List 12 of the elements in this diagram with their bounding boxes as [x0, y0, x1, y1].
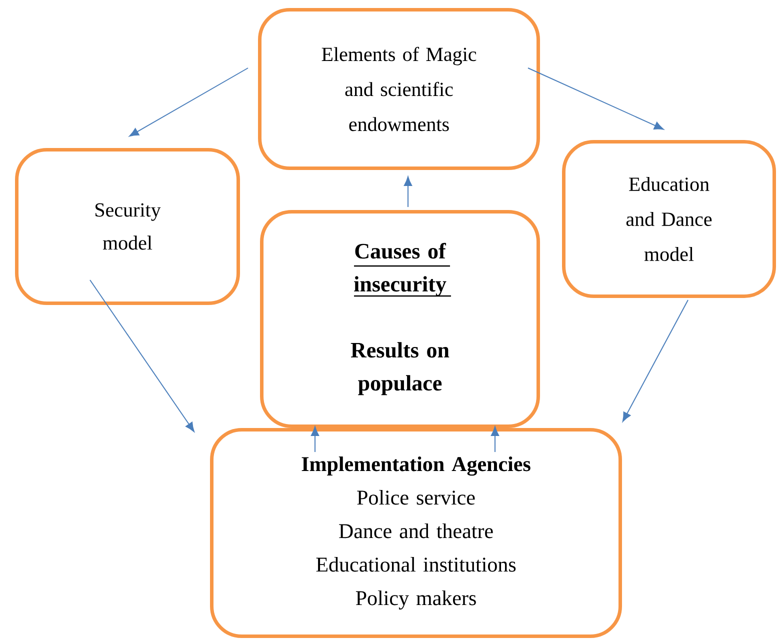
arrow [404, 176, 412, 208]
arrow [90, 280, 194, 432]
arrow [310, 426, 320, 452]
rounded-box: Education and Dance model [562, 140, 776, 298]
arrow [622, 300, 688, 422]
arrow [490, 426, 500, 452]
arrow [129, 68, 248, 137]
rounded-box: Causes of insecurity Results on populace [260, 210, 540, 428]
rounded-box: Implementation Agencies Police service Dance and theatre Educational institutions Policy makers [210, 428, 622, 638]
arrow [528, 68, 664, 130]
rounded-box: Elements of Magic and scientific endowments [258, 8, 540, 170]
rounded-box: Security model [15, 148, 240, 305]
